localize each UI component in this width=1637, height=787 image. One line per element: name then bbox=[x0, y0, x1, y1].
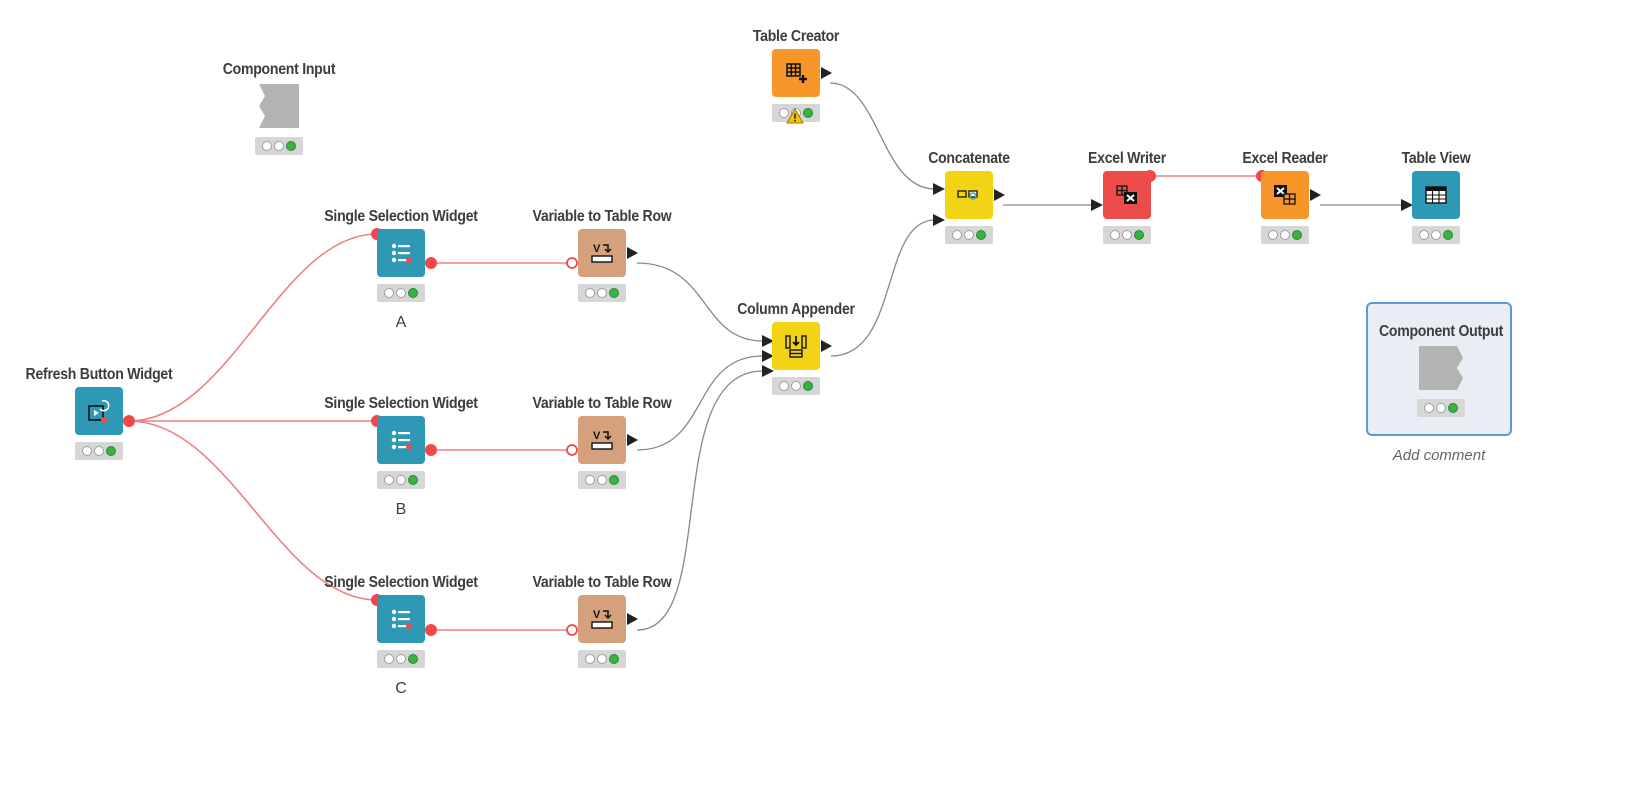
in-port-concatenate-1 bbox=[933, 183, 945, 195]
concatenate-icon bbox=[945, 171, 1005, 219]
in-port-concatenate-2 bbox=[933, 214, 945, 226]
node-status bbox=[1412, 226, 1460, 244]
node-single-selection-widget-c[interactable]: Single Selection Widget C bbox=[301, 573, 501, 700]
flow-connection-refresh-to-selection-a bbox=[128, 233, 378, 422]
svg-text:V: V bbox=[593, 609, 601, 621]
in-port-appender-3 bbox=[762, 365, 774, 377]
node-label: Single Selection Widget bbox=[324, 574, 478, 591]
node-single-selection-widget-a[interactable]: Single Selection Widget A bbox=[301, 207, 501, 334]
flow-port-var-row-a-in bbox=[566, 257, 578, 269]
node-status bbox=[377, 471, 425, 489]
node-status bbox=[1417, 399, 1465, 417]
in-port-writer bbox=[1091, 199, 1103, 211]
add-comment-link[interactable]: Add comment bbox=[1392, 447, 1486, 464]
refresh-icon bbox=[75, 387, 123, 435]
node-label: Variable to Table Row bbox=[532, 395, 672, 412]
node-component-output[interactable]: Component Output bbox=[1341, 322, 1541, 417]
flow-connection-refresh-to-selection-c bbox=[128, 420, 378, 601]
node-concatenate[interactable]: Concatenate bbox=[869, 149, 1069, 244]
flow-port-selection-b-out bbox=[425, 444, 437, 456]
node-label: Excel Reader bbox=[1242, 150, 1328, 167]
data-connection-var-row-a-to-appender bbox=[636, 262, 764, 342]
node-label: Column Appender bbox=[737, 301, 855, 318]
variable-to-row-icon: V bbox=[578, 595, 638, 643]
node-variable-to-table-row-b[interactable]: Variable to Table Row V bbox=[502, 394, 702, 489]
node-status bbox=[772, 104, 820, 124]
component-output-icon bbox=[1417, 344, 1465, 392]
node-excel-writer[interactable]: Excel Writer bbox=[1027, 149, 1227, 244]
svg-text:V: V bbox=[593, 430, 601, 442]
excel-write-icon bbox=[1103, 171, 1151, 219]
node-label: Variable to Table Row bbox=[532, 574, 672, 591]
data-connection-appender-to-concatenate bbox=[830, 219, 936, 357]
node-table-view[interactable]: Table View bbox=[1336, 149, 1536, 244]
node-label: Excel Writer bbox=[1088, 150, 1166, 167]
flow-port-selection-c-out bbox=[425, 624, 437, 636]
node-refresh-button-widget[interactable]: Refresh Button Widget bbox=[0, 365, 199, 460]
node-caption: C bbox=[395, 680, 407, 697]
node-label: Table Creator bbox=[752, 28, 840, 45]
node-status bbox=[772, 377, 820, 395]
node-label: Single Selection Widget bbox=[324, 208, 478, 225]
node-single-selection-widget-b[interactable]: Single Selection Widget B bbox=[301, 394, 501, 521]
node-status bbox=[75, 442, 123, 460]
component-input-icon bbox=[255, 82, 303, 130]
node-status bbox=[1261, 226, 1309, 244]
node-label: Refresh Button Widget bbox=[25, 366, 173, 383]
flow-port-refresh-out bbox=[123, 415, 135, 427]
node-variable-to-table-row-c[interactable]: Variable to Table Row V bbox=[502, 573, 702, 668]
node-label: Component Input bbox=[222, 61, 336, 78]
node-label: Table View bbox=[1401, 150, 1471, 167]
node-status bbox=[578, 471, 626, 489]
node-component-input[interactable]: Component Input bbox=[179, 60, 379, 155]
flow-port-var-row-c-in bbox=[566, 624, 578, 636]
node-component-output-selection[interactable]: Component Output bbox=[1366, 302, 1512, 436]
warning-icon bbox=[786, 108, 804, 124]
variable-to-row-icon: V bbox=[578, 416, 638, 464]
data-connection-var-row-c-to-appender bbox=[636, 370, 764, 631]
table-plus-icon bbox=[772, 49, 832, 97]
in-port-view bbox=[1401, 199, 1413, 211]
table-grid-icon bbox=[1412, 171, 1460, 219]
node-table-creator[interactable]: Table Creator bbox=[696, 27, 896, 124]
node-status bbox=[578, 284, 626, 302]
column-append-icon bbox=[772, 322, 832, 370]
flow-port-var-row-b-in bbox=[566, 444, 578, 456]
node-caption: B bbox=[395, 501, 407, 518]
node-variable-to-table-row-a[interactable]: Variable to Table Row V bbox=[502, 207, 702, 302]
node-status bbox=[377, 650, 425, 668]
node-status bbox=[945, 226, 993, 244]
selection-list-icon bbox=[377, 229, 425, 277]
node-label: Variable to Table Row bbox=[532, 208, 672, 225]
node-status bbox=[377, 284, 425, 302]
flow-port-selection-a-out bbox=[425, 257, 437, 269]
in-port-appender-1 bbox=[762, 335, 774, 347]
node-status bbox=[578, 650, 626, 668]
selection-list-icon bbox=[377, 595, 425, 643]
node-label: Single Selection Widget bbox=[324, 395, 478, 412]
selection-list-icon bbox=[377, 416, 425, 464]
variable-to-row-icon: V bbox=[578, 229, 638, 277]
node-label: Component Output bbox=[1378, 323, 1504, 340]
node-excel-reader[interactable]: Excel Reader bbox=[1185, 149, 1385, 244]
node-column-appender[interactable]: Column Appender bbox=[696, 300, 896, 395]
node-caption: A bbox=[395, 314, 407, 331]
node-status bbox=[255, 137, 303, 155]
excel-read-icon bbox=[1261, 171, 1321, 219]
node-label: Concatenate bbox=[928, 150, 1010, 167]
node-status bbox=[1103, 226, 1151, 244]
svg-text:V: V bbox=[593, 243, 601, 255]
data-connection-var-row-b-to-appender bbox=[636, 355, 764, 451]
data-connection-creator-to-concatenate bbox=[829, 82, 936, 190]
in-port-appender-2 bbox=[762, 350, 774, 362]
